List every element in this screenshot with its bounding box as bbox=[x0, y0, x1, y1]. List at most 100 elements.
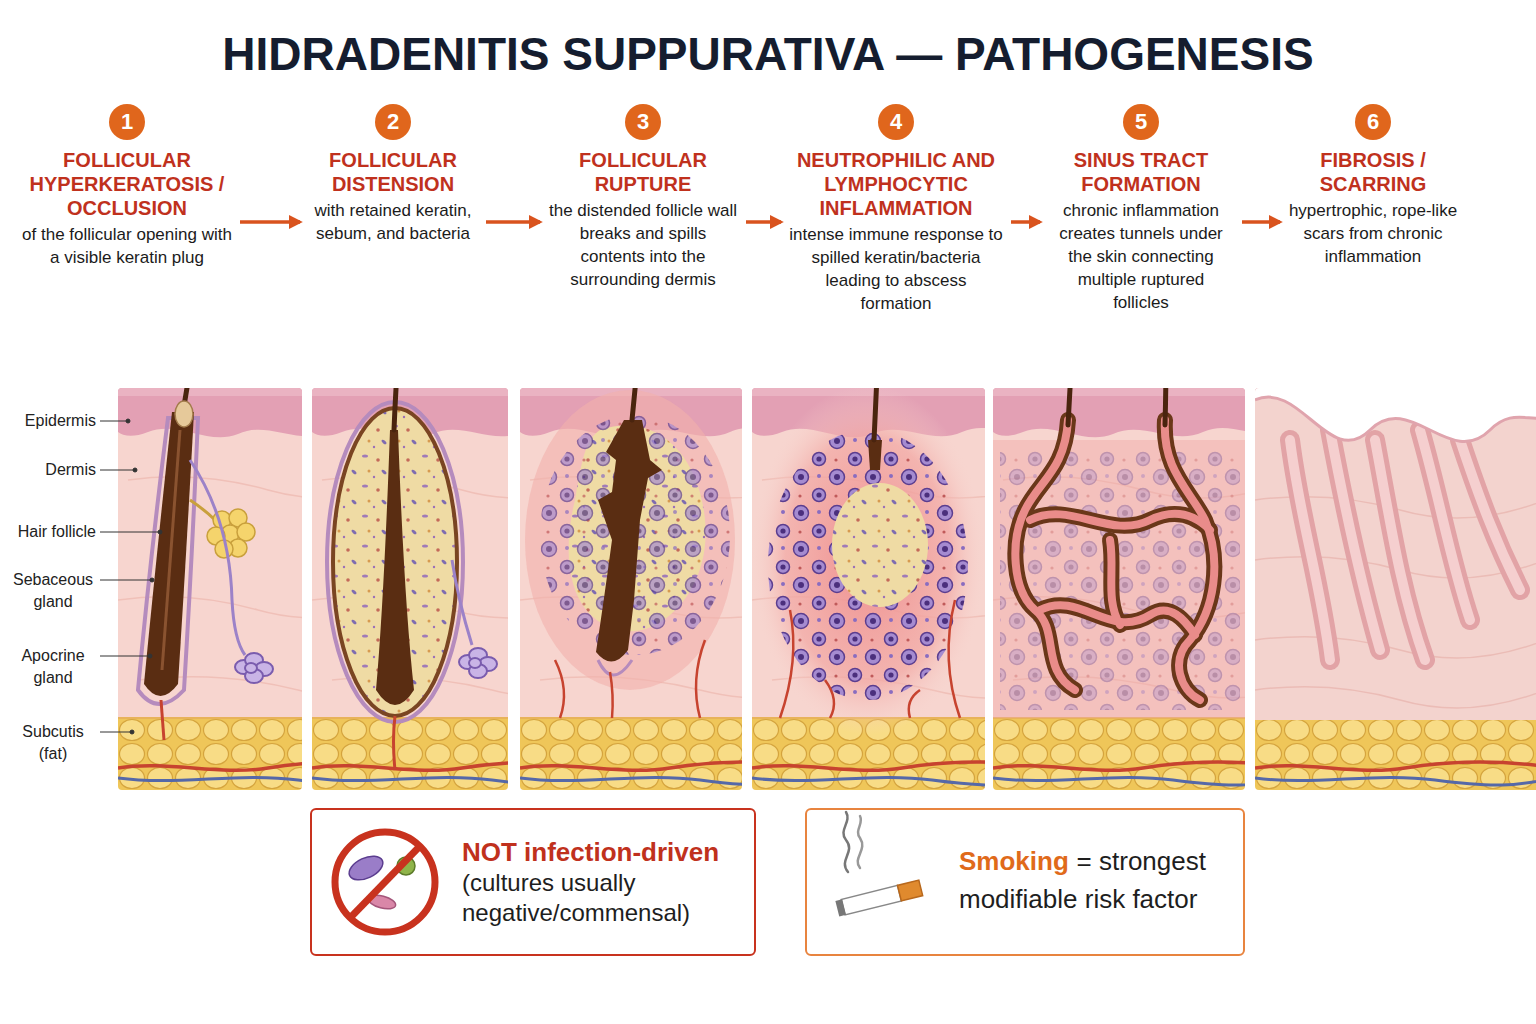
step-number-circle: 1 bbox=[109, 104, 145, 140]
panel-scarring-part bbox=[1255, 388, 1536, 720]
panel-occlusion-part bbox=[235, 653, 273, 683]
callout-number: 5 bbox=[1135, 111, 1147, 133]
panel-inflammation-part bbox=[768, 430, 968, 700]
panel-scarring-part bbox=[1290, 430, 1520, 660]
risk-factor-box: Smoking= strongest modifiable risk facto… bbox=[805, 808, 1245, 956]
anatomy-label: Apocrine gland bbox=[10, 645, 96, 689]
leader-lines-part bbox=[150, 578, 154, 582]
leader-lines-part bbox=[100, 732, 132, 733]
panel-occlusion-part bbox=[207, 509, 255, 558]
note-text-wrap: Smoking= strongest modifiable risk facto… bbox=[959, 844, 1229, 920]
stage-heading: FIBROSIS / SCARRING bbox=[1288, 148, 1458, 196]
panel-scarring bbox=[1255, 388, 1536, 790]
leader-lines-part bbox=[130, 730, 134, 734]
stage-heading: FOLLICULAR HYPERKERATOSIS / OCCLUSION bbox=[22, 148, 232, 220]
flow-arrow bbox=[1011, 220, 1040, 224]
cigarette-icon-part bbox=[835, 880, 922, 916]
callout-number: 1 bbox=[121, 111, 133, 133]
leader-lines-part bbox=[133, 468, 137, 472]
stage-heading: FOLLICULAR RUPTURE bbox=[548, 148, 738, 196]
step-number-circle: 2 bbox=[375, 104, 411, 140]
note-text: (cultures usually negative/commensal) bbox=[462, 868, 740, 928]
no-bacteria-icon-part bbox=[335, 832, 435, 932]
panel-sinus-tracts bbox=[993, 388, 1245, 790]
leader-lines-part bbox=[100, 421, 128, 422]
panel-inflammation-part bbox=[868, 440, 882, 470]
leader-lines-part bbox=[148, 654, 152, 658]
anatomy-label: Dermis bbox=[45, 459, 96, 481]
flow-arrow bbox=[746, 220, 781, 224]
panel-rupture-part bbox=[520, 388, 742, 790]
risk-keyword: Smoking bbox=[959, 846, 1069, 876]
stage-caption-block: 5SINUS TRACT FORMATIONchronic inflammati… bbox=[1048, 104, 1234, 314]
panel-distension-part bbox=[394, 388, 400, 430]
stage-caption-block: 3FOLLICULAR RUPTUREthe distended follicl… bbox=[548, 104, 738, 291]
panel-occlusion-part bbox=[162, 430, 180, 670]
diagram-title: HIDRADENITIS SUPPURATIVA — PATHOGENESIS bbox=[0, 26, 1536, 82]
panel-occlusion-part-part bbox=[237, 523, 255, 541]
panel-sinus-tracts-part bbox=[993, 388, 1245, 790]
no-bacteria-icon bbox=[335, 832, 435, 932]
panel-scarring-part bbox=[1255, 397, 1536, 441]
leader-lines-part bbox=[158, 530, 162, 534]
panel-sinus-tracts-part bbox=[1015, 420, 1214, 700]
leader-lines-part bbox=[100, 656, 150, 657]
note-box: NOT infection-driven(cultures usually ne… bbox=[310, 808, 756, 956]
stage-caption-block: 6FIBROSIS / SCARRINGhypertrophic, rope-l… bbox=[1288, 104, 1458, 268]
panel-distension bbox=[312, 388, 508, 790]
step-number-circle: 3 bbox=[625, 104, 661, 140]
cigarette-icon-part bbox=[858, 816, 863, 868]
panel-rupture bbox=[520, 388, 742, 790]
stage-description: the distended follicle wall breaks and s… bbox=[548, 199, 738, 291]
stage-heading: NEUTROPHILIC AND LYMPHOCYTIC INFLAMMATIO… bbox=[789, 148, 1003, 220]
panel-distension-part bbox=[333, 408, 457, 716]
flow-arrow bbox=[1242, 220, 1280, 224]
callout-number: 4 bbox=[890, 111, 902, 133]
stage-caption-block: 1FOLLICULAR HYPERKERATOSIS / OCCLUSIONof… bbox=[22, 104, 232, 269]
note-text-wrap: NOT infection-driven(cultures usually ne… bbox=[462, 836, 740, 928]
stage-caption-block: 4NEUTROPHILIC AND LYMPHOCYTIC INFLAMMATI… bbox=[789, 104, 1003, 315]
no-bacteria-icon-part bbox=[345, 851, 386, 884]
panel-occlusion-part bbox=[144, 412, 194, 696]
stage-description: of the follicular opening with a visible… bbox=[22, 223, 232, 269]
panel-rupture-part bbox=[598, 660, 632, 675]
panel-inflammation-part bbox=[874, 388, 878, 440]
callout-number: 6 bbox=[1367, 111, 1379, 133]
panel-sinus-tracts-part bbox=[1068, 388, 1166, 425]
stage-description: chronic inflammation creates tunnels und… bbox=[1048, 199, 1234, 314]
leader-lines-part bbox=[100, 470, 135, 471]
stage-heading: SINUS TRACT FORMATION bbox=[1048, 148, 1234, 196]
panel-distension-part bbox=[376, 430, 414, 705]
stage-description: with retained keratin, sebum, and bacter… bbox=[308, 199, 478, 245]
anatomy-label: Epidermis bbox=[25, 410, 96, 432]
panel-scarring-part bbox=[1255, 388, 1536, 442]
panel-occlusion-part bbox=[175, 401, 193, 427]
anatomy-label: Sebaceous gland bbox=[10, 569, 96, 613]
cigarette-icon-part-part bbox=[841, 885, 901, 915]
leader-lines-part bbox=[126, 419, 130, 423]
flow-arrow bbox=[486, 220, 540, 224]
step-number-circle: 6 bbox=[1355, 104, 1391, 140]
panel-distension-part bbox=[459, 648, 497, 678]
panel-inflammation-part bbox=[832, 483, 928, 607]
panel-distension-part bbox=[394, 716, 396, 770]
panel-distension-part bbox=[452, 560, 472, 645]
leader-lines-part bbox=[100, 532, 160, 533]
panel-sinus-tracts-part bbox=[1015, 420, 1214, 700]
panel-inflammation-part bbox=[752, 388, 985, 735]
callout-number: 2 bbox=[387, 111, 399, 133]
callout-number: 3 bbox=[637, 111, 649, 133]
panel-rupture-part bbox=[555, 640, 705, 718]
cigarette-icon-part-part bbox=[835, 899, 846, 916]
panel-occlusion-part bbox=[161, 700, 164, 740]
step-number-circle: 5 bbox=[1123, 104, 1159, 140]
stage-heading: FOLLICULAR DISTENSION bbox=[308, 148, 478, 196]
flow-arrow bbox=[240, 220, 300, 224]
cigarette-icon bbox=[835, 812, 922, 916]
panel-scarring-part bbox=[1290, 430, 1520, 660]
panel-distension-part bbox=[312, 388, 508, 790]
panel-distension-part bbox=[327, 402, 463, 722]
